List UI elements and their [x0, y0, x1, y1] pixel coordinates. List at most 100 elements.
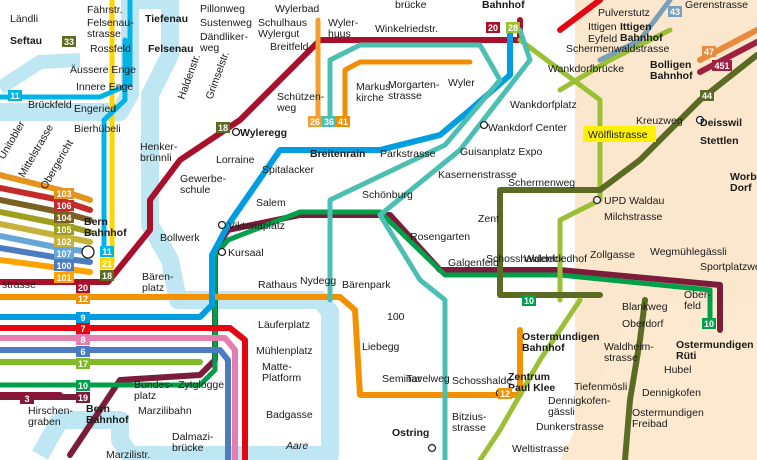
label-oberfeld[interactable]: Ober-feld [684, 289, 711, 312]
label-blankweg[interactable]: Blankweg [622, 301, 668, 313]
label-dennigkofengaessli[interactable]: Dennigkofen-gässli [548, 395, 611, 418]
label-brueckfeld[interactable]: Brückfeld [28, 99, 72, 111]
label-hubel[interactable]: Hubel [664, 364, 691, 376]
label-guisanplatz-expo[interactable]: Guisanplatz Expo [460, 146, 542, 158]
label-schosshalde[interactable]: Schosshalde [452, 375, 512, 387]
label-bierhuebeli[interactable]: Bierhübeli [74, 123, 121, 135]
label-salem[interactable]: Salem [256, 197, 286, 209]
label-wylerhuus[interactable]: Wyler-huus [328, 17, 359, 40]
label-schermenweg[interactable]: Schermenweg [508, 177, 575, 189]
line-badge-17[interactable]: 17 [76, 358, 90, 369]
label-felsenaustrasse[interactable]: Felsenau-strasse [87, 17, 134, 40]
label-wyleregg[interactable]: Wyleregg [240, 127, 287, 139]
line-badge-10[interactable]: 10 [76, 380, 90, 391]
line-badge-33[interactable]: 33 [62, 36, 76, 47]
stop-wankdorf-center[interactable] [479, 120, 489, 130]
line-badge-21[interactable]: 21 [100, 258, 114, 269]
label-lorraine[interactable]: Lorraine [216, 154, 255, 166]
label-muehlenplatz[interactable]: Mühlenplatz [256, 345, 313, 357]
label-wyler[interactable]: Wyler [448, 77, 475, 89]
label-felsenau[interactable]: Felsenau [148, 43, 194, 55]
label-faehrstrasse[interactable]: Fährstr. [87, 4, 123, 16]
label-gerenstrasse[interactable]: Gerenstrasse [685, 0, 748, 11]
line-badge-26[interactable]: 26 [308, 116, 322, 127]
label-nydegg[interactable]: Nydegg [300, 275, 336, 287]
label-milchstrasse[interactable]: Milchstrasse [604, 211, 663, 223]
line-badge-106[interactable]: 106 [54, 200, 74, 211]
label-wankdorfbruecke[interactable]: Wankdorfbrücke [548, 63, 624, 75]
line-badge-12[interactable]: 12 [76, 293, 90, 304]
label-schoenburg[interactable]: Schönburg [362, 189, 413, 201]
label-aeussere-enge[interactable]: Äussere Enge [70, 64, 136, 76]
line-badge-12[interactable]: 12 [498, 388, 512, 399]
label-dennigkofen[interactable]: Dennigkofen [642, 387, 701, 399]
label-kreuzweg[interactable]: Kreuzweg [636, 115, 683, 127]
label-schermenwaldstrasse[interactable]: Schermenwaldstrasse [566, 43, 669, 55]
label-haldenstrasse[interactable]: Haldenstr. [176, 52, 203, 101]
line-badge-10[interactable]: 10 [702, 318, 716, 329]
label-daendlikerweg[interactable]: Dändliker-weg [199, 31, 248, 54]
label-baerenpark[interactable]: Bärenpark [342, 279, 391, 291]
label-viktoriaplatz[interactable]: Viktoriaplatz [228, 220, 285, 232]
label-hirschengraben[interactable]: Hirschen-graben [28, 405, 73, 428]
label-ostring[interactable]: Ostring [392, 427, 429, 439]
label-bahnhof-top[interactable]: Bahnhof [482, 0, 525, 11]
line-badge-105[interactable]: 105 [54, 224, 74, 235]
label-markuskirche[interactable]: Markus-kirche [356, 81, 394, 104]
label-badgasse[interactable]: Badgasse [266, 409, 313, 421]
line-badge-103[interactable]: 103 [54, 188, 74, 199]
label-parkstrasse[interactable]: Parkstrasse [380, 148, 436, 160]
label-rossfeld[interactable]: Rossfeld [90, 43, 131, 55]
label-breitenrain[interactable]: Breitenrain [310, 148, 365, 160]
label-eyfeld[interactable]: Eyfeld [588, 33, 617, 45]
stop-ostring[interactable] [427, 443, 437, 453]
label-schosshaldenfriedhof[interactable]: Schosshaldenfriedhof [486, 253, 587, 265]
label-morgartenstrasse[interactable]: Morgarten-strasse [388, 79, 440, 102]
label-dalmazibruecke[interactable]: Dalmazi-brücke [172, 431, 214, 454]
line-badge-36[interactable]: 36 [322, 116, 336, 127]
line-badge-47[interactable]: 47 [702, 46, 716, 57]
line-badge-100[interactable]: 100 [54, 260, 74, 271]
label-baerenplatz[interactable]: Bären-platz [142, 271, 174, 294]
label-bollwerk[interactable]: Bollwerk [160, 232, 200, 244]
line-badge-11[interactable]: 11 [8, 90, 22, 101]
label-grimselstrasse[interactable]: Grimselstr. [204, 50, 232, 101]
line-badge-44[interactable]: 44 [700, 90, 714, 101]
stop-upd-waldau[interactable] [592, 195, 602, 205]
label-henkerbruennli[interactable]: Henker-brünnli [140, 141, 178, 164]
label-zollgasse[interactable]: Zollgasse [590, 249, 635, 261]
line-badge-20[interactable]: 20 [76, 282, 90, 293]
label-zent[interactable]: Zent [478, 213, 499, 225]
line-badge-6[interactable]: 6 [76, 346, 90, 357]
label-waldheimstrasse[interactable]: Waldheim-strasse [604, 341, 654, 364]
label-unitobler[interactable]: Unitobler [0, 119, 28, 162]
label-innere-enge[interactable]: Innere Enge [76, 81, 133, 93]
label-marzilibahn[interactable]: Marzilibahn [138, 405, 192, 417]
label-pillonweg[interactable]: Pillonweg [200, 3, 245, 15]
stop-kursaal[interactable] [217, 247, 227, 257]
label-ittigen[interactable]: Ittigen [588, 21, 617, 33]
label-matte-platform[interactable]: Matte-Platform [262, 361, 301, 384]
line-badge-8[interactable]: 8 [76, 334, 90, 345]
stop-deisswil[interactable] [695, 115, 705, 125]
label-pulverstutz[interactable]: Pulverstutz [598, 7, 650, 19]
label-bitziusstrasse[interactable]: Bitzius-strasse [452, 411, 487, 434]
line-badge-9[interactable]: 9 [76, 312, 90, 323]
label-laeuferplatz[interactable]: Läuferplatz [258, 319, 310, 331]
label-sustenweg[interactable]: Sustenweg [200, 17, 252, 29]
label-galgenfeld[interactable]: Galgenfeld [448, 257, 499, 269]
stop-wyleregg[interactable] [231, 127, 241, 137]
label-tavelweg[interactable]: Tavelweg [406, 373, 450, 385]
line-badge-18[interactable]: 18 [216, 122, 230, 133]
line-badge-20[interactable]: 20 [486, 22, 500, 33]
label-oberdorf[interactable]: Oberdorf [622, 318, 664, 330]
label-strasse-left[interactable]: strasse [2, 279, 36, 291]
line-badge-3[interactable]: 3 [20, 393, 34, 404]
